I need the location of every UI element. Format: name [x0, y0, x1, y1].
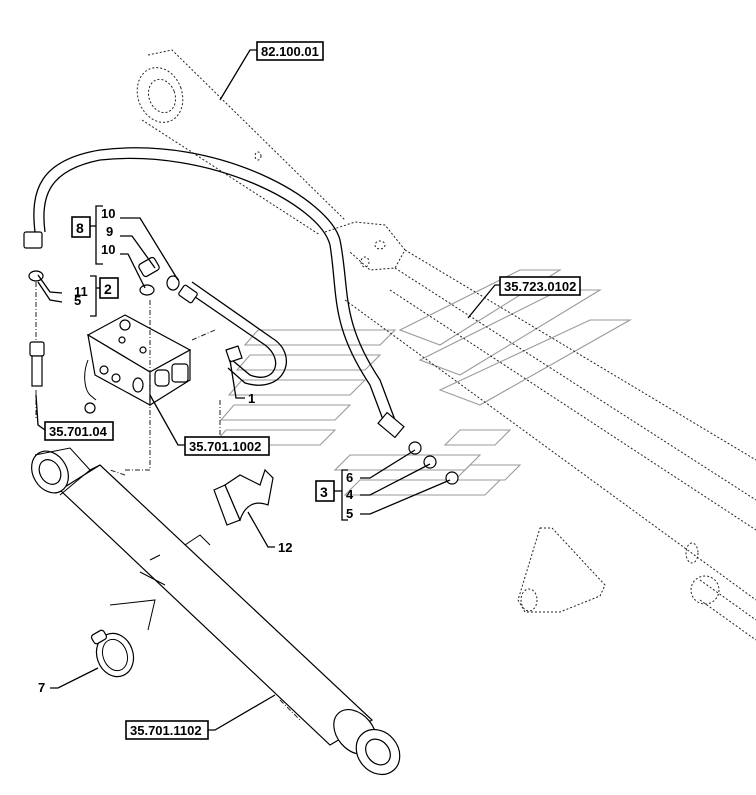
leader-valve	[149, 394, 185, 446]
ref-box-82-100-01[interactable]: 82.100.01	[256, 41, 324, 61]
callout-1[interactable]: 1	[248, 391, 255, 406]
group-2-item-5[interactable]: 5	[74, 293, 81, 308]
ref-box-35-701-1102[interactable]: 35.701.1102	[125, 720, 209, 740]
svg-text:8: 8	[76, 220, 84, 236]
boom-arm	[136, 49, 756, 641]
svg-text:35.701.1002: 35.701.1002	[189, 439, 261, 454]
leader-12	[247, 511, 275, 548]
seal-ring-5	[28, 270, 44, 282]
group-3-item-4[interactable]: 4	[346, 487, 354, 502]
leader-3-5	[360, 479, 451, 515]
hydraulic-cylinder	[31, 447, 401, 776]
wedge-part-12	[213, 468, 274, 526]
svg-text:35.701.04: 35.701.04	[49, 424, 108, 439]
leader-3-6	[360, 449, 416, 479]
ref-box-35-701-04[interactable]: 35.701.04	[44, 421, 114, 441]
leader-1	[229, 359, 245, 399]
ref-box-35-723-0102[interactable]: 35.723.0102	[499, 276, 581, 296]
control-valve	[84, 314, 192, 414]
leader-3-4	[360, 463, 431, 496]
hose-clamp-7	[90, 629, 135, 678]
group-8-item-10a[interactable]: 10	[101, 206, 115, 221]
svg-text:82.100.01: 82.100.01	[261, 44, 319, 59]
group-box-3[interactable]: 3	[315, 480, 335, 502]
leader-cylinder	[208, 694, 276, 731]
leader-hose	[35, 394, 46, 431]
callout-7[interactable]: 7	[38, 680, 45, 695]
leader-arm	[467, 284, 500, 319]
leader-8-10b	[120, 253, 146, 289]
svg-text:2: 2	[104, 281, 112, 297]
leader-8-9	[120, 235, 156, 269]
hose-fitting	[377, 411, 459, 485]
group-3-item-5[interactable]: 5	[346, 506, 353, 521]
callout-12[interactable]: 12	[278, 540, 292, 555]
pipe-short	[184, 281, 287, 386]
svg-text:35.701.1102: 35.701.1102	[130, 723, 202, 738]
svg-text:3: 3	[320, 484, 328, 500]
leader-2-11	[37, 274, 63, 294]
group-3-item-6[interactable]: 6	[346, 470, 353, 485]
group-8-item-9[interactable]: 9	[106, 224, 113, 239]
bracket-group-3	[341, 469, 348, 521]
group-8-item-10b[interactable]: 10	[101, 242, 115, 257]
leader-2-5	[37, 281, 63, 303]
ref-box-35-701-1002[interactable]: 35.701.1002	[184, 436, 270, 456]
bracket-group-8	[95, 205, 103, 265]
group-box-8[interactable]: 8	[71, 216, 91, 238]
bracket-group-2	[90, 275, 97, 317]
leader-7	[50, 667, 99, 689]
leader-8-10a	[120, 217, 179, 281]
leader-boom	[219, 49, 258, 101]
hose-end-fitting	[29, 341, 45, 387]
watermark-logo	[211, 269, 633, 496]
hose-long	[23, 147, 396, 426]
group-2-item-11[interactable]: 11	[74, 284, 88, 299]
centerline-valve	[125, 300, 151, 471]
fittings-group-8	[138, 256, 198, 304]
group-box-2[interactable]: 2	[99, 277, 119, 299]
svg-text:35.723.0102: 35.723.0102	[504, 279, 576, 294]
